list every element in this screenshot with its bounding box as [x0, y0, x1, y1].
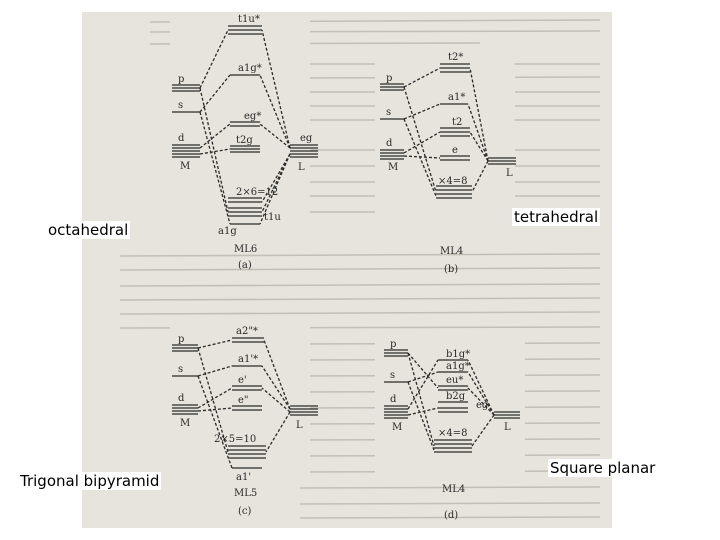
panel-a-complex: ML6	[234, 244, 257, 255]
panel-a-p-label: p	[178, 74, 184, 85]
panel-b-note: ×4=8	[438, 176, 467, 187]
panel-b-mo-2: a1*	[448, 92, 465, 103]
panel-d-mo-4: b2g	[446, 391, 466, 402]
panel-c-ligand-label: L	[296, 420, 303, 431]
panel-c-mo-4: e"	[238, 395, 249, 406]
panel-d-mo-5: eg	[476, 400, 489, 411]
panel-a-mo-7: a1g	[218, 226, 237, 237]
panel-c-caption: (c)	[238, 506, 252, 517]
panel-a-caption: (a)	[238, 260, 252, 271]
panel-b-p-label: p	[386, 73, 392, 84]
panel-c-p-label: p	[178, 334, 184, 345]
panel-c-s-label: s	[178, 364, 183, 375]
panel-b-s-label: s	[386, 107, 391, 118]
trigonal-bipyramid-label: Trigonal bipyramid	[18, 472, 162, 490]
panel-b-d-label: d	[386, 138, 393, 149]
panel-d-mo-3: eu*	[446, 375, 463, 386]
panel-a-text: p s d M L t1u* a1g* eg* t2g eg t1u a1g 2…	[178, 14, 313, 271]
panel-c-diagram	[170, 325, 318, 485]
panel-c-complex: ML5	[234, 488, 257, 499]
panel-a-d-label: d	[178, 133, 185, 144]
panel-a-mo-4: t2g	[236, 135, 253, 146]
panel-d-diagram	[375, 340, 525, 480]
panel-c-text: p s d M L a2"* a1'* e' e" a1' 2×5=10 ML5…	[178, 326, 303, 517]
panel-a-mo-5: eg	[300, 133, 313, 144]
panel-d-metal-label: M	[392, 422, 402, 433]
square-planar-label: Square planar	[548, 459, 658, 477]
panel-c-mo-2: a1'*	[238, 354, 258, 365]
panel-d-note: ×4=8	[438, 428, 467, 439]
panel-b-complex: ML4	[440, 246, 463, 257]
panel-d-caption: (d)	[444, 510, 458, 521]
panel-b-mo-4: e	[452, 145, 458, 156]
panel-b-caption: (b)	[444, 264, 458, 275]
panel-d-complex: ML4	[442, 484, 465, 495]
octahedral-label: octahedral	[46, 221, 131, 239]
panel-b-diagram	[375, 50, 516, 230]
panel-c-mo-3: e'	[238, 375, 247, 386]
panel-d-mo-2: a1g*	[446, 361, 470, 372]
panel-a-ligand-label: L	[298, 162, 305, 173]
panel-a-mo-3: eg*	[244, 111, 261, 122]
panel-d-mo-1: b1g*	[446, 349, 470, 360]
panel-a-note: 2×6=12	[236, 187, 278, 198]
panel-d-s-label: s	[390, 370, 395, 381]
panel-b-metal-label: M	[388, 162, 398, 173]
panel-a-s-label: s	[178, 100, 183, 111]
panel-d-ligand-label: L	[504, 422, 511, 433]
panel-a-diagram	[170, 20, 318, 230]
panel-b-ligand-label: L	[506, 168, 513, 179]
panel-a-metal-label: M	[180, 161, 190, 172]
panel-c-mo-5: a1'	[236, 472, 251, 483]
panel-a-mo-2: a1g*	[238, 63, 262, 74]
panel-d-d-label: d	[390, 394, 397, 405]
panel-b-text: p s d M L t2* a1* t2 e ×4=8 ML4 (b)	[386, 52, 513, 275]
panel-c-d-label: d	[178, 393, 185, 404]
panel-c-metal-label: M	[180, 418, 190, 429]
panel-b-mo-3: t2	[452, 117, 462, 128]
panel-d-p-label: p	[390, 339, 396, 350]
panel-d-text: p s d M L b1g* a1g* eu* b2g eg ×4=8 ML4 …	[390, 339, 511, 521]
panel-c-mo-1: a2"*	[236, 326, 258, 337]
panel-c-note: 2×5=10	[214, 434, 256, 445]
tetrahedral-label: tetrahedral	[512, 208, 601, 226]
panel-a-mo-1: t1u*	[238, 14, 260, 25]
panel-a-mo-6: t1u	[264, 212, 281, 223]
panel-b-mo-1: t2*	[448, 52, 463, 63]
